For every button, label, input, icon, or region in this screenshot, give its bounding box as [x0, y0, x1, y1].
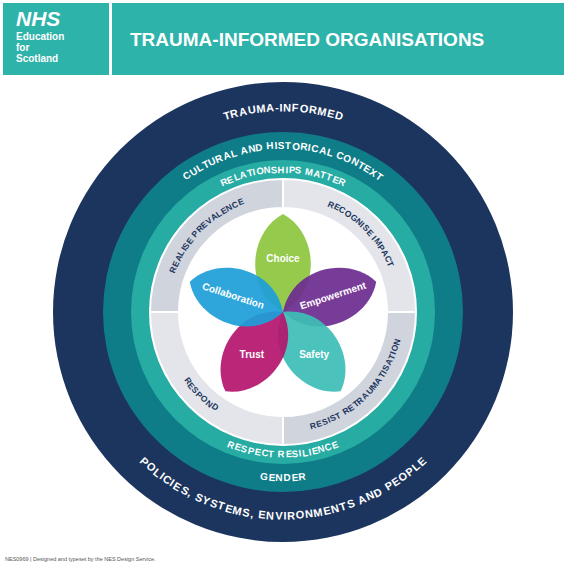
petal-label: Safety: [299, 350, 329, 360]
curved-letter: G: [260, 471, 269, 482]
curved-letter: E: [258, 509, 266, 521]
curved-letter: M: [313, 507, 324, 519]
petal-shape: [181, 255, 291, 338]
curved-letter: S: [295, 165, 302, 175]
curved-letter: C: [261, 448, 269, 458]
inner-disc: [150, 179, 416, 445]
curved-letter: R: [300, 142, 308, 153]
title: TRAUMA-INFORMED ORGANISATIONS: [130, 29, 484, 51]
logo-text: Education for Scotland: [16, 31, 70, 64]
curved-letter: S: [278, 141, 285, 151]
curved-letter: M: [316, 105, 327, 118]
curved-letter: T: [386, 260, 396, 268]
curved-letter: E: [268, 472, 275, 482]
curved-letter: I: [283, 510, 286, 521]
curved-letter: R: [308, 104, 317, 116]
ring-disc: [103, 132, 463, 492]
curved-letter: S: [292, 449, 299, 459]
curved-letter: N: [247, 143, 256, 154]
curved-letter: O: [295, 509, 304, 521]
curved-letter: D: [283, 473, 290, 483]
curved-letter: -: [275, 103, 279, 114]
curved-letter: I: [285, 165, 288, 175]
curved-letter: E: [254, 447, 262, 457]
curved-letter: E: [291, 472, 298, 482]
curved-letter: R: [278, 450, 285, 460]
curved-letter: M: [256, 103, 266, 115]
curved-letter: H: [266, 141, 274, 152]
curved-letter: H: [278, 165, 285, 175]
curved-letter: D: [255, 142, 264, 153]
curved-letter: R: [337, 177, 347, 188]
curved-letter: S: [271, 165, 278, 175]
context-ring: CULTURAL AND HISTORICAL CONTEXTGENDERREL…: [103, 132, 463, 492]
curved-letter: D: [334, 109, 345, 122]
curved-letter: R: [287, 510, 295, 521]
curved-letter: T: [268, 449, 275, 459]
petal-label: Trust: [240, 350, 264, 360]
curved-letter: U: [247, 104, 257, 116]
value-petal: Collaboration: [185, 214, 381, 410]
curved-letter: M: [232, 504, 243, 517]
curved-letter: [254, 509, 258, 520]
title-bar: [112, 3, 564, 75]
curved-letter: N: [283, 102, 291, 113]
footer-note: NES0969 | Designed and typeset by the NE…: [5, 556, 405, 562]
curved-letter: O: [255, 166, 264, 177]
curved-letter: I: [279, 102, 282, 113]
curved-letter: T: [285, 141, 291, 151]
curved-letter: E: [285, 450, 292, 460]
ring-disc: [53, 82, 513, 542]
curved-letter: F: [292, 103, 299, 114]
curved-letter: O: [299, 103, 309, 115]
curved-letter: A: [238, 106, 248, 118]
curved-letter: R: [298, 471, 306, 482]
curved-letter: S: [242, 507, 251, 519]
curved-letter: [263, 142, 267, 152]
curved-letter: A: [266, 103, 275, 114]
curved-letter: N: [266, 510, 275, 521]
curved-letter: N: [304, 508, 313, 520]
curved-letter: V: [275, 510, 283, 521]
outer-ring: TRAUMA-INFORMEDPOLICIES, SYSTEMS, ENVIRO…: [53, 82, 513, 542]
curved-letter: P: [288, 165, 295, 175]
relationship-ring: RELATIONSHIPS MATTERRESPECT RESILIENCERE…: [131, 160, 435, 464]
logo-panel: [3, 3, 109, 75]
ring-disc: [131, 160, 435, 464]
curved-letter: ,: [250, 508, 255, 519]
logo-mark: NHS: [16, 7, 96, 30]
value-petal-shape: [185, 214, 381, 410]
curved-letter: [275, 450, 278, 460]
curved-letter: O: [292, 141, 301, 152]
curved-letter: I: [274, 141, 277, 151]
petal-label: Choice: [266, 254, 299, 264]
curved-letter: N: [276, 473, 283, 483]
curved-letter: N: [263, 165, 271, 175]
